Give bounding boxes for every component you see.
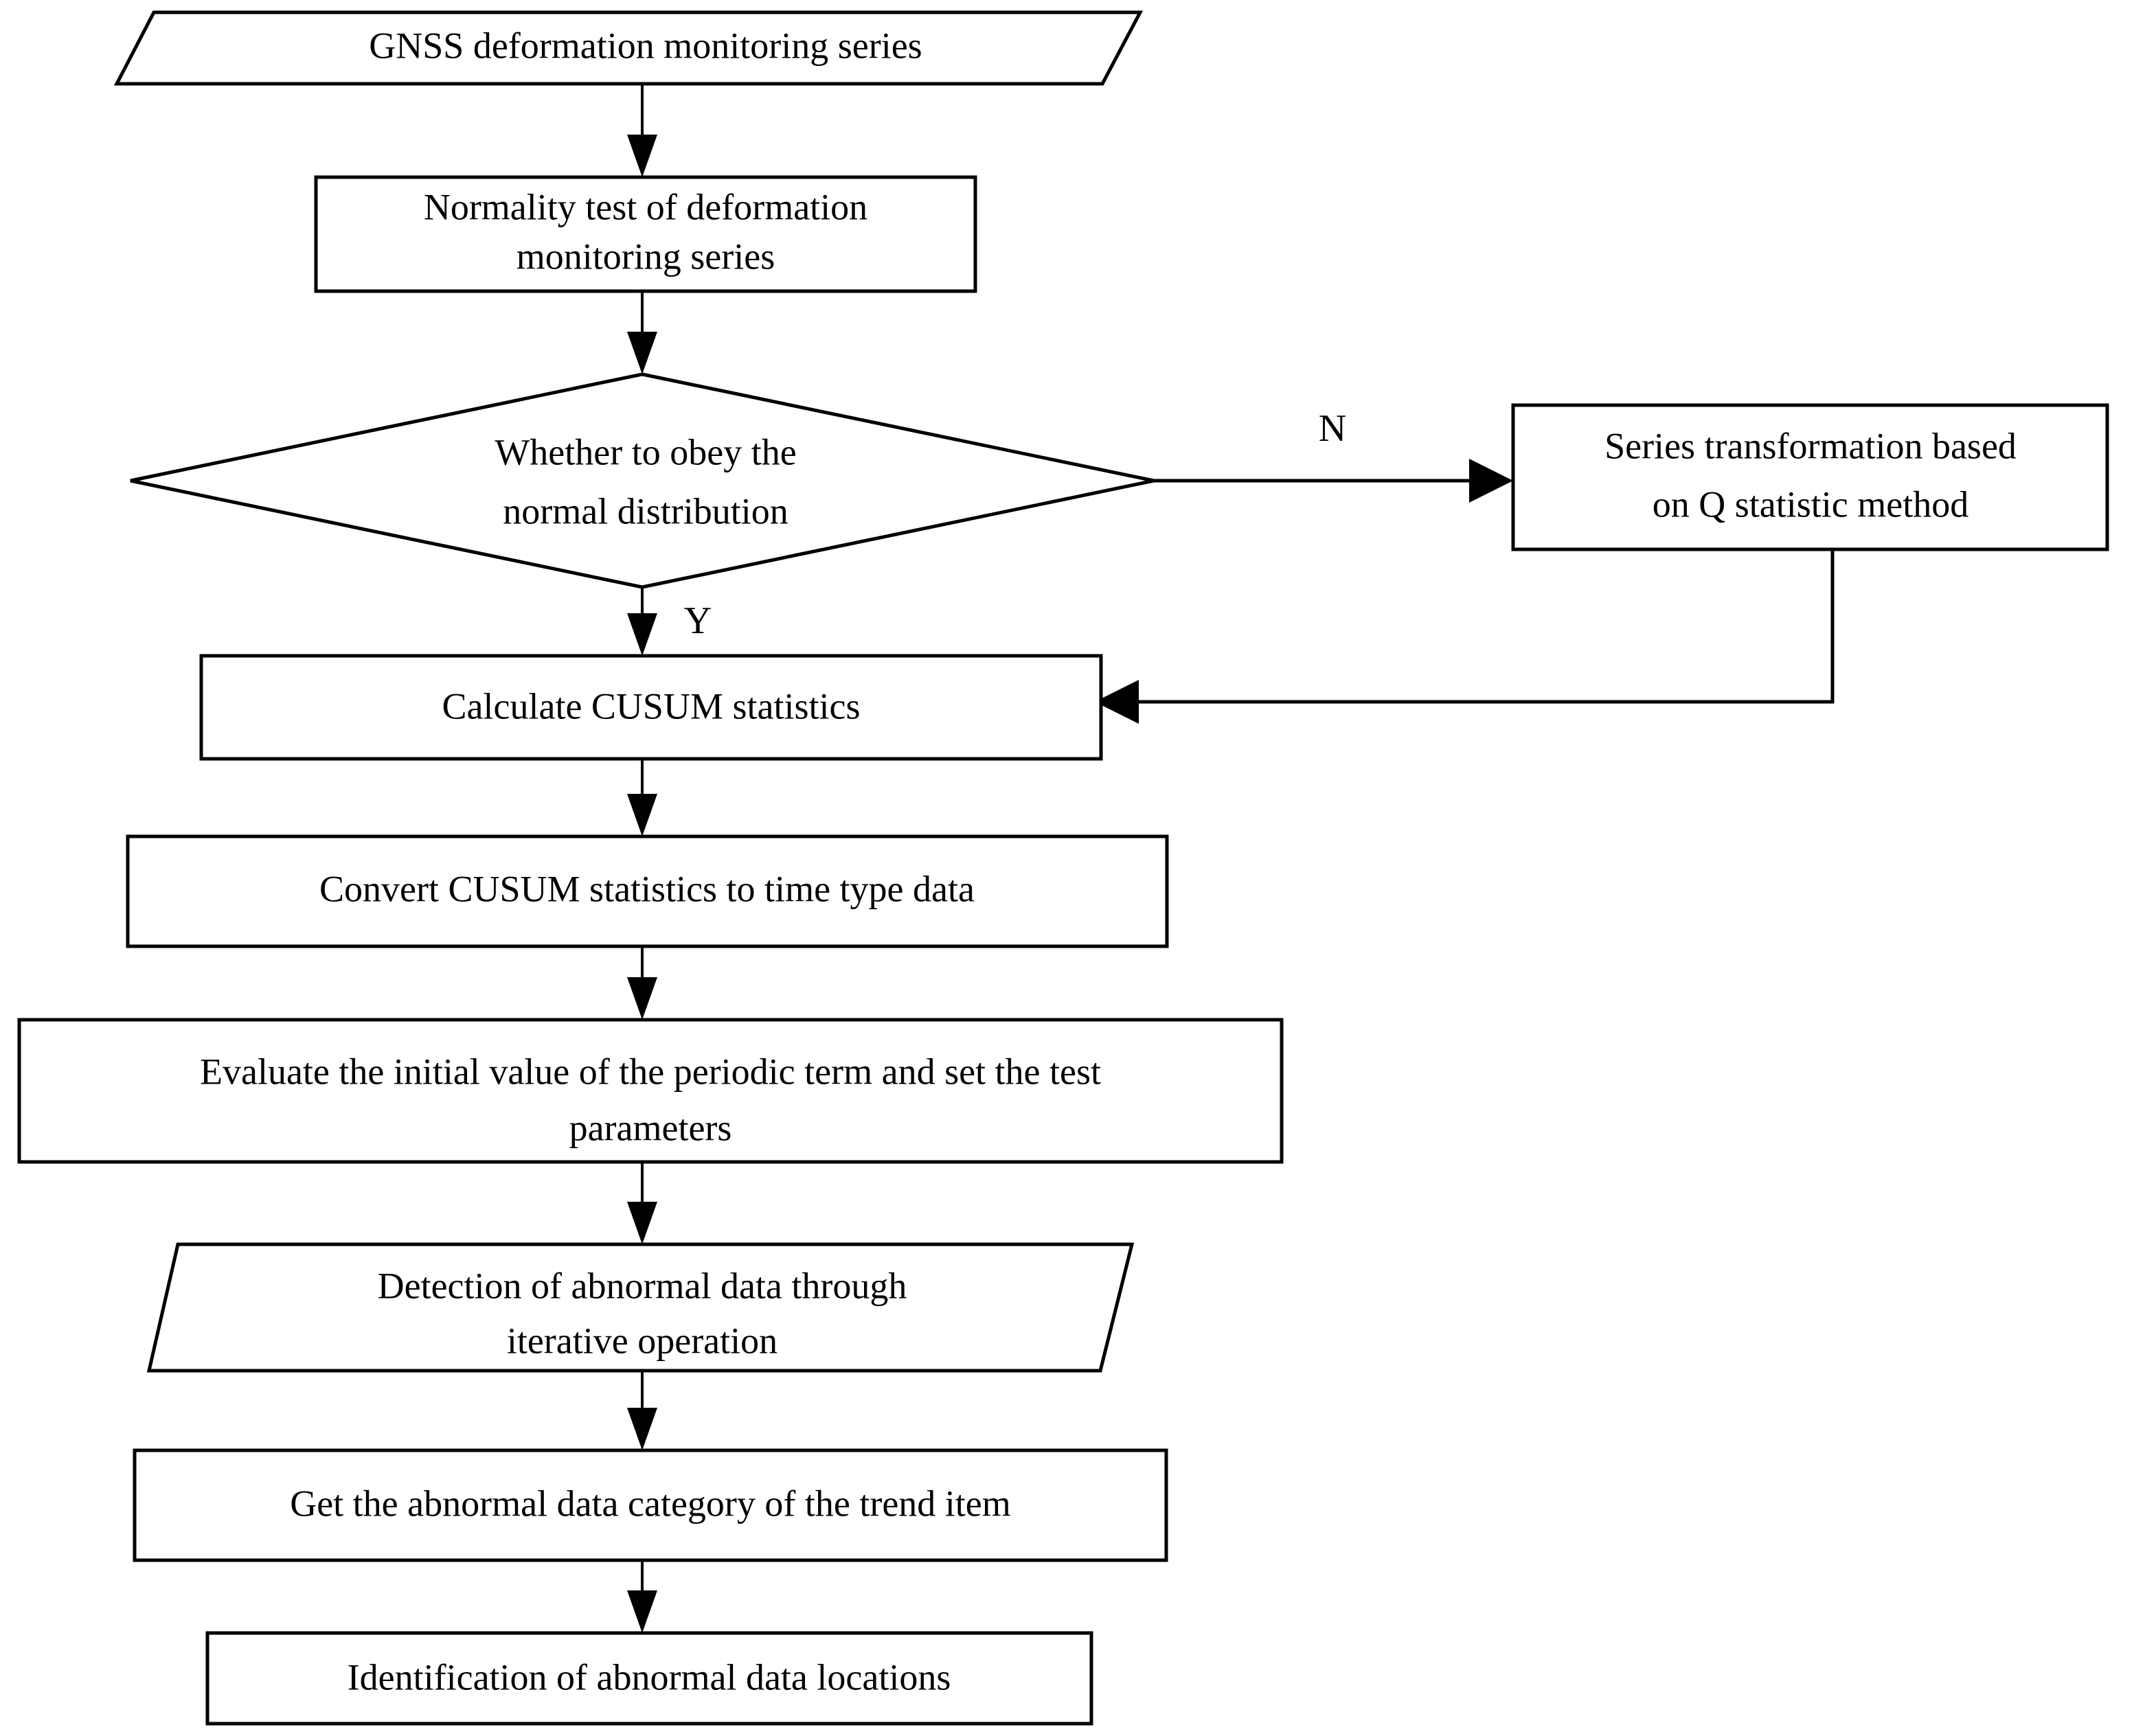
node-evaluate-initial[interactable]: Evaluate the initial value of the period… — [17, 1018, 1284, 1164]
edge-label-yes: Y — [684, 599, 712, 642]
node-normality-test[interactable]: Normality test of deformation monitoring… — [314, 175, 977, 293]
node-identify-locations[interactable]: Identification of abnormal data location… — [205, 1631, 1093, 1726]
node-evaluate-initial-line-0: Evaluate the initial value of the period… — [200, 1051, 1101, 1092]
node-normality-test-line-0: Normality test of deformation — [424, 186, 867, 227]
node-get-category-line-0: Get the abnormal data category of the tr… — [290, 1483, 1011, 1524]
connector-cusum-to-convert — [627, 759, 657, 836]
edge-label-no: N — [1319, 407, 1346, 450]
node-series-transformation[interactable]: Series transformation based on Q statist… — [1511, 403, 2109, 551]
connector-transformation-feedback — [1095, 549, 1835, 724]
node-detect-abnormal-line-0: Detection of abnormal data through — [378, 1265, 907, 1306]
node-decision-normal-line-0: Whether to obey the — [495, 431, 796, 472]
node-convert-cusum-line-0: Convert CUSUM statistics to time type da… — [319, 868, 975, 909]
connector-category-to-identify — [627, 1560, 657, 1633]
node-input-series[interactable]: GNSS deformation monitoring series — [113, 10, 1144, 86]
connector-normality-to-decision — [627, 291, 657, 374]
node-series-transformation-line-0: Series transformation based — [1604, 425, 2017, 466]
node-calculate-cusum[interactable]: Calculate CUSUM statistics — [199, 654, 1103, 761]
node-decision-normal[interactable]: Whether to obey the normal distribution — [130, 372, 1155, 589]
node-convert-cusum[interactable]: Convert CUSUM statistics to time type da… — [126, 834, 1169, 948]
node-identify-locations-line-0: Identification of abnormal data location… — [348, 1656, 951, 1698]
connector-input-to-normality — [627, 84, 657, 177]
connector-decision-to-cusum — [627, 587, 657, 656]
node-calculate-cusum-line-0: Calculate CUSUM statistics — [442, 685, 861, 727]
node-series-transformation-line-1: on Q statistic method — [1653, 483, 1968, 525]
connector-detect-to-category — [627, 1371, 657, 1450]
connector-decision-to-transformation — [1154, 459, 1513, 503]
node-detect-abnormal-line-1: iterative operation — [507, 1320, 778, 1361]
connector-convert-to-evaluate — [627, 946, 657, 1020]
node-detect-abnormal[interactable]: Detection of abnormal data through itera… — [146, 1242, 1135, 1373]
node-normality-test-line-1: monitoring series — [517, 236, 775, 277]
node-input-series-line-0: GNSS deformation monitoring series — [369, 25, 922, 66]
connector-evaluate-to-detect — [627, 1162, 657, 1244]
node-decision-normal-line-1: normal distribution — [503, 490, 788, 532]
node-get-category[interactable]: Get the abnormal data category of the tr… — [133, 1448, 1168, 1562]
node-evaluate-initial-line-1: parameters — [569, 1107, 732, 1148]
